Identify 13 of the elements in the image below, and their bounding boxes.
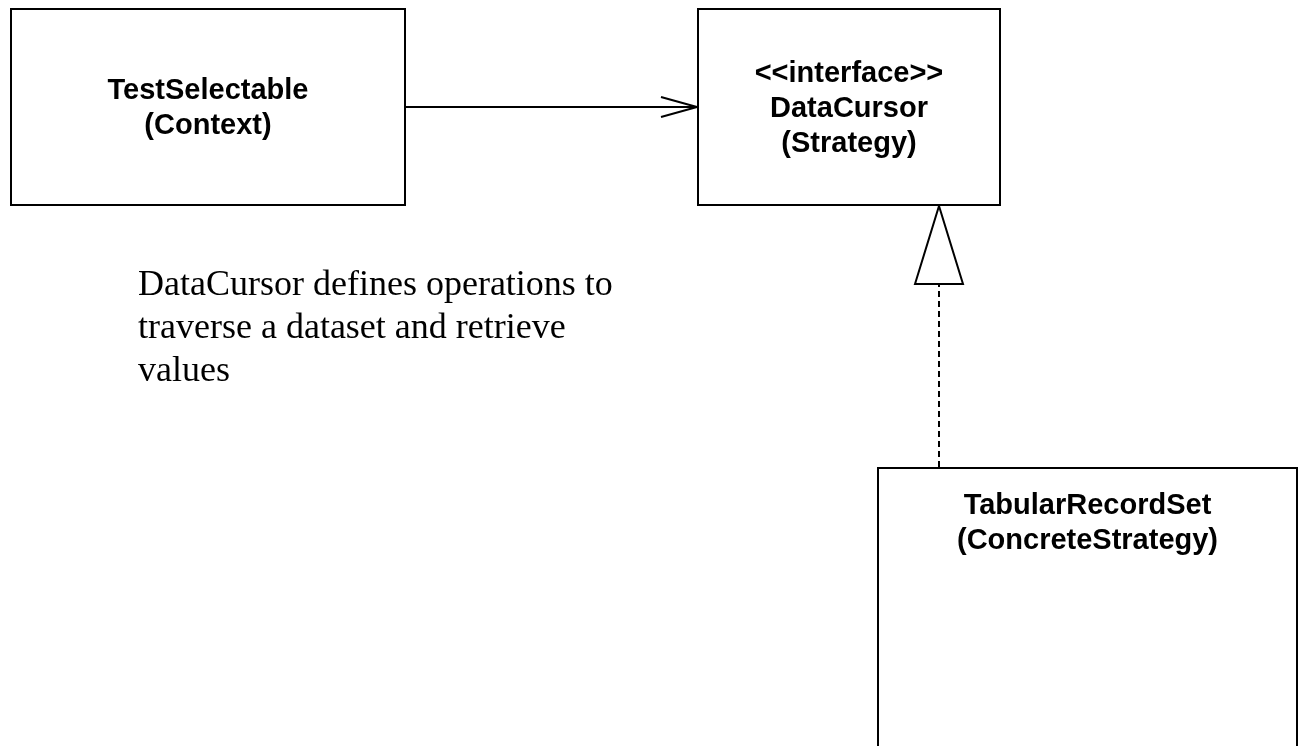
association-arrow bbox=[405, 96, 698, 118]
class-name-text: <<interface>> bbox=[754, 54, 944, 90]
realization-arrow bbox=[914, 205, 964, 468]
class-name-text: (Context) bbox=[144, 107, 272, 142]
class-box bbox=[697, 8, 1001, 206]
note-text: DataCursor defines operations to traverse a dataset and retrieve values bbox=[138, 262, 614, 391]
class-name-text: DataCursor bbox=[770, 89, 928, 125]
class-name-text: (Strategy) bbox=[781, 124, 917, 160]
class-box bbox=[10, 8, 406, 206]
class-box bbox=[877, 467, 1298, 746]
class-name-text: TestSelectable bbox=[107, 72, 309, 107]
class-name-text: (ConcreteStrategy) bbox=[956, 522, 1219, 557]
class-name-text: TabularRecordSet bbox=[963, 487, 1212, 522]
